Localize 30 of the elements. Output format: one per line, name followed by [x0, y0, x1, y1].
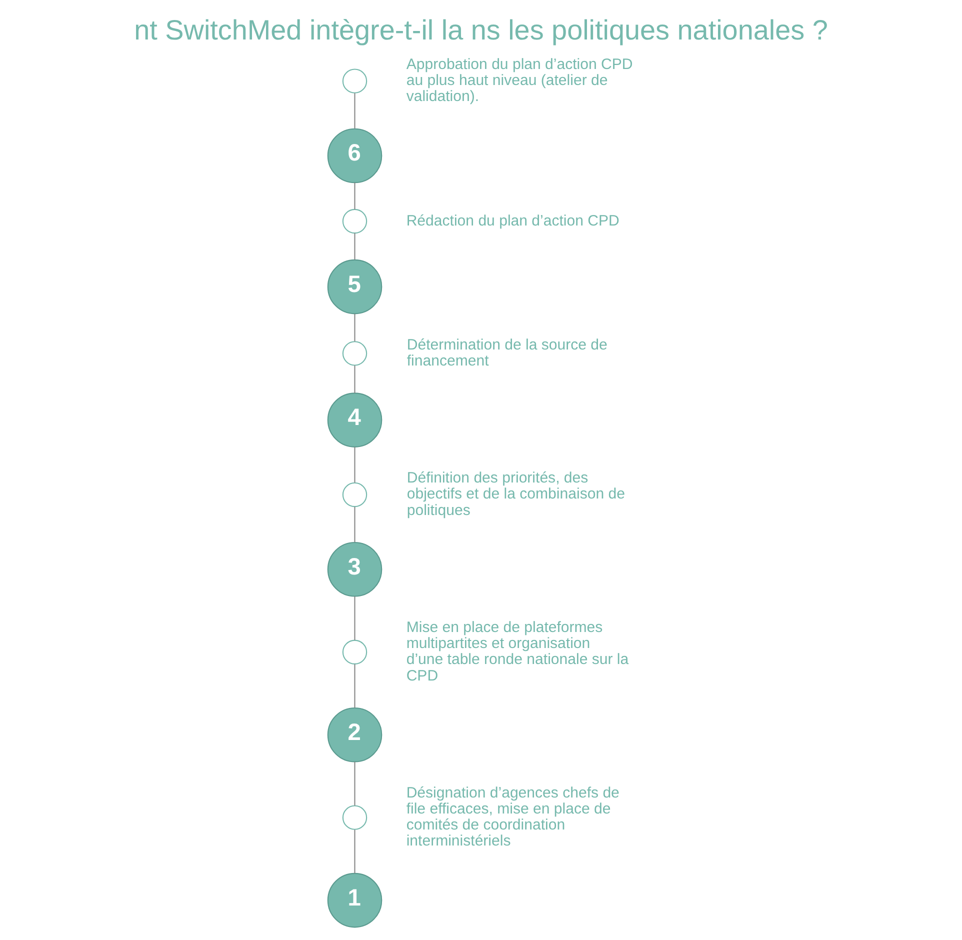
node-circle: [342, 805, 368, 830]
node-circle: 2: [327, 707, 382, 762]
node-circle: [342, 208, 368, 234]
node-circle: 3: [327, 542, 382, 597]
connector: [354, 314, 356, 342]
node-label: Mise en place de plateformes multipartites et organisation d’une table ronde nationale sur la CPD: [406, 618, 629, 684]
node-label: Approbation du plan d’action CPD au plus haut niveau (atelier de validation).: [406, 56, 633, 106]
node-label: Détermination de la source de financement: [406, 336, 608, 370]
node-circle: [342, 640, 368, 664]
connector: [354, 596, 356, 640]
node-circle: 5: [327, 259, 382, 314]
node-circle: 6: [327, 128, 382, 184]
node-circle: 1: [327, 872, 382, 928]
connector: [354, 762, 356, 806]
connector: [354, 182, 356, 210]
node-label: Désignation d’agences chefs de file efficaces, mise en place de comités de coordination interministériels: [406, 784, 620, 850]
node-label: Rédaction du plan d’action CPD: [406, 212, 620, 230]
connector: [354, 830, 356, 874]
connector: [354, 233, 356, 260]
connector: [354, 93, 356, 128]
connector: [354, 447, 356, 483]
connector: [354, 664, 356, 708]
node-label: Définition des priorités, des objectifs et de la combinaison de politiques: [406, 470, 625, 519]
node-circle: 4: [327, 392, 382, 448]
diagram-title: nt SwitchMed intègre-t-il la ns les politiques nationales ?: [134, 14, 828, 46]
node-circle: [342, 341, 368, 366]
connector: [354, 506, 356, 542]
connector: [354, 365, 356, 394]
node-circle: [342, 68, 368, 94]
node-circle: [342, 482, 368, 508]
